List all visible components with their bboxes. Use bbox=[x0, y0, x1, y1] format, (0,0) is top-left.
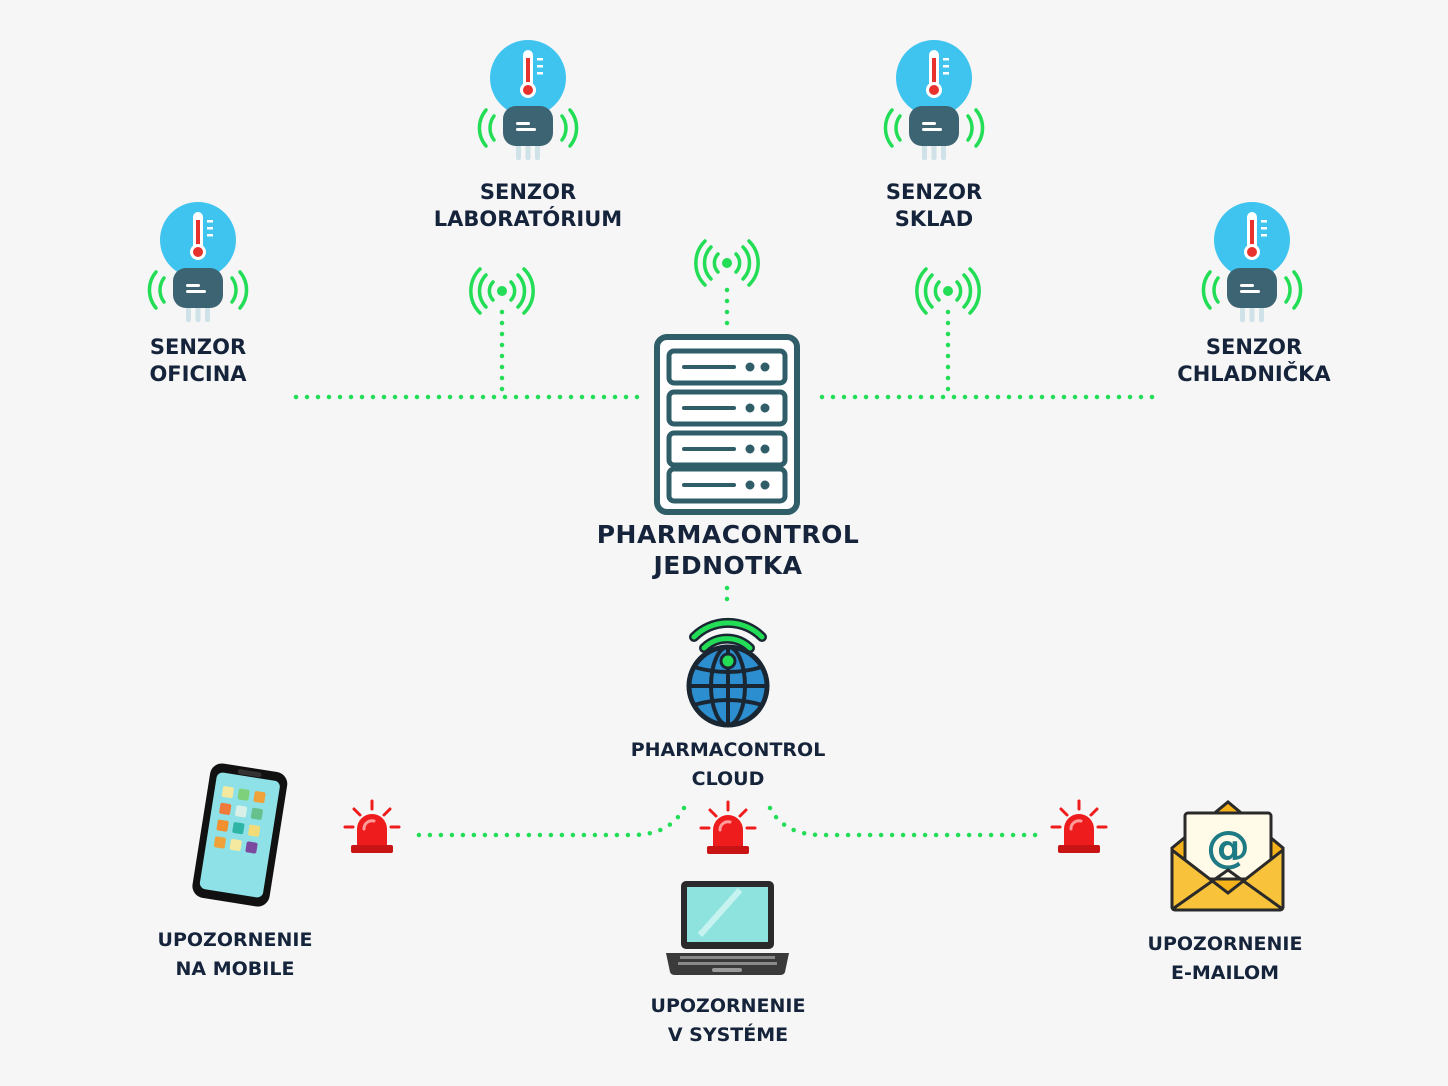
wireless-signal-icon bbox=[915, 267, 981, 315]
label-line: OFICINA bbox=[149, 362, 247, 387]
label-line: SENZOR bbox=[149, 335, 247, 359]
wireless-signal-icon bbox=[694, 239, 760, 287]
sensor-label-chladnicka: SENZOR CHLADNIČKA bbox=[1134, 334, 1374, 389]
svg-text:@: @ bbox=[1206, 822, 1250, 873]
smartphone-icon bbox=[192, 763, 288, 907]
sensor-label-sklad: SENZOR SKLAD bbox=[834, 179, 1034, 234]
alert-label-email: UPOZORNENIE E-MAILOM bbox=[1125, 930, 1325, 987]
sensor-label-laboratorium: SENZOR LABORATÓRIUM bbox=[408, 179, 648, 234]
wireless-signal-icon bbox=[469, 267, 535, 315]
unit-label: PHARMACONTROL JEDNOTKA bbox=[548, 520, 908, 581]
alarm-siren-icon bbox=[1050, 799, 1108, 855]
label-line: LABORATÓRIUM bbox=[433, 207, 623, 232]
label-line: NA MOBILE bbox=[175, 957, 295, 980]
label-line: CLOUD bbox=[691, 767, 765, 790]
label-line: CHLADNIČKA bbox=[1177, 362, 1331, 387]
cloud-label: PHARMACONTROL CLOUD bbox=[588, 736, 868, 793]
sensor-sklad-icon bbox=[883, 38, 985, 162]
label-line: E-MAILOM bbox=[1170, 961, 1280, 984]
label-line: UPOZORNENIE bbox=[157, 929, 313, 951]
cloud-globe-icon bbox=[686, 617, 770, 728]
label-line: PHARMACONTROL bbox=[596, 520, 860, 549]
alarm-siren-icon bbox=[343, 799, 401, 855]
label-line: SENZOR bbox=[479, 180, 577, 204]
sensor-chladnicka-icon bbox=[1201, 200, 1303, 324]
network-links bbox=[293, 287, 1161, 838]
sensor-label-oficina: SENZOR OFICINA bbox=[98, 334, 298, 389]
label-line: UPOZORNENIE bbox=[650, 995, 806, 1017]
alarm-siren-icon bbox=[699, 800, 757, 856]
label-line: SKLAD bbox=[894, 207, 974, 232]
sensor-oficina-icon bbox=[147, 200, 249, 324]
email-envelope-icon: @ bbox=[1170, 800, 1285, 912]
label-line: UPOZORNENIE bbox=[1147, 933, 1303, 955]
link-cloud-mobile bbox=[415, 805, 687, 838]
server-rack-icon bbox=[654, 334, 800, 515]
label-line: V SYSTÉME bbox=[667, 1023, 789, 1046]
laptop-icon bbox=[666, 881, 789, 975]
sensor-laboratorium-icon bbox=[477, 38, 579, 162]
label-line: SENZOR bbox=[1205, 335, 1303, 359]
label-line: JEDNOTKA bbox=[653, 550, 803, 580]
alert-label-system: UPOZORNENIE V SYSTÉME bbox=[628, 992, 828, 1049]
link-cloud-email bbox=[767, 805, 1039, 838]
label-line: SENZOR bbox=[885, 180, 983, 204]
label-line: PHARMACONTROL bbox=[630, 739, 826, 761]
alert-label-mobile: UPOZORNENIE NA MOBILE bbox=[135, 926, 335, 983]
